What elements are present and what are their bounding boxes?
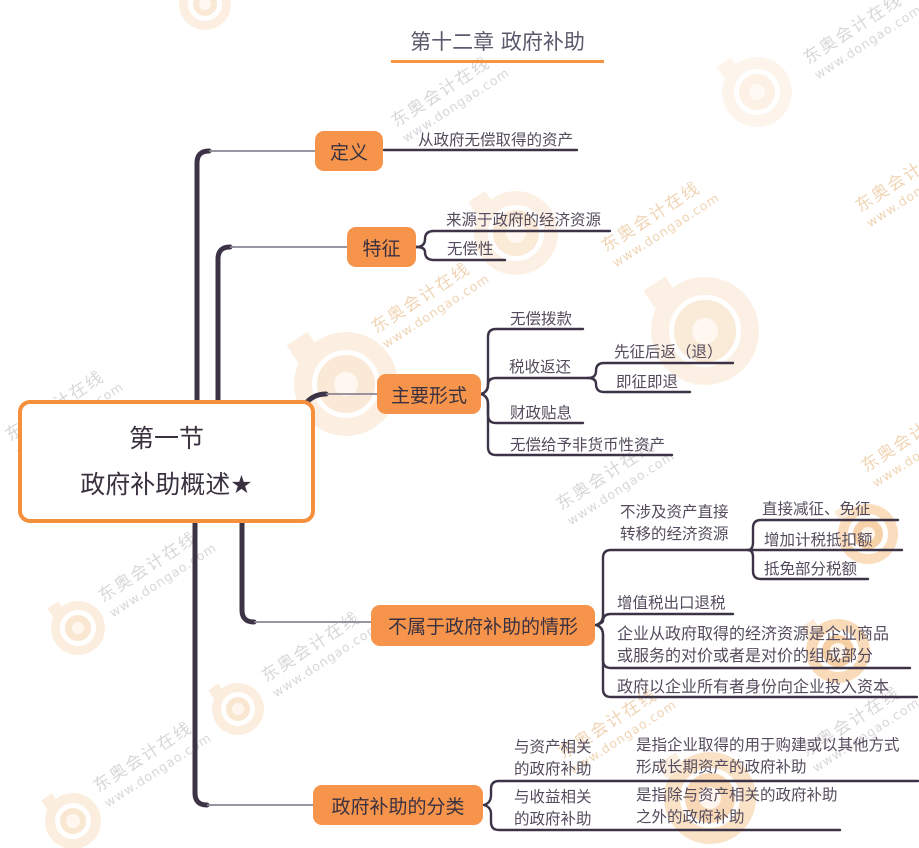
- leaf-form-nonmonetary-assets: 无偿给予非货币性资产: [510, 436, 666, 454]
- leaf-cls-asset-related: 与资产相关 的政府补助: [514, 738, 592, 778]
- leaf-feat-source: 来源于政府的经济资源: [446, 211, 602, 229]
- trunk-lines: [192, 148, 329, 808]
- leaf-feat-gratuitous: 无偿性: [447, 240, 494, 258]
- topic-characteristics: 特征: [347, 227, 416, 267]
- leaf-not-credit-tax: 抵免部分税额: [764, 560, 858, 578]
- leaf-not-increase-deduction: 增加计税抵扣额: [764, 531, 873, 549]
- thin-connectors: [207, 150, 378, 806]
- leaf-not-direct-reduction: 直接减征、免征: [762, 500, 871, 518]
- leaf-form-grant: 无偿拨款: [510, 310, 573, 328]
- leaf-not-owner-investment: 政府以企业所有者身份向企业投入资本: [617, 677, 890, 696]
- topic-classification: 政府补助的分类: [313, 785, 483, 825]
- leaf-form-interest-subsidy: 财政贴息: [510, 404, 573, 422]
- leaf-form-tax-return: 税收返还: [509, 358, 572, 376]
- chapter-title: 第十二章 政府补助: [410, 30, 585, 54]
- leaf-not-vat-export-refund: 增值税出口退税: [617, 594, 726, 612]
- leaf-definition-child: 从政府无偿取得的资产: [418, 131, 574, 149]
- leaf-not-no-asset-transfer: 不涉及资产直接 转移的经济资源: [620, 503, 729, 543]
- topic-main-forms: 主要形式: [377, 374, 481, 414]
- leaf-cls-asset-related-desc: 是指企业取得的用于购建或以其他方式 形成长期资产的政府补助: [636, 736, 900, 776]
- root-topic: 第一节 政府补助概述★: [18, 400, 315, 523]
- leaf-cls-income-related: 与收益相关 的政府补助: [514, 788, 592, 828]
- leaf-not-consideration: 企业从政府取得的经济资源是企业商品 或服务的对价或者是对价的组成部分: [617, 624, 890, 665]
- leaf-cls-income-related-desc: 是指除与资产相关的政府补助 之外的政府补助: [636, 786, 838, 826]
- topic-definition: 定义: [315, 131, 383, 171]
- topic-not-subsidy-cases: 不属于政府补助的情形: [371, 605, 595, 646]
- chapter-title-underline: [391, 60, 604, 63]
- leaf-lines: [382, 148, 919, 832]
- leaf-form-levy-then-refund: 先征后返（退）: [614, 343, 723, 361]
- leaf-form-refund-upon-levy: 即征即退: [616, 373, 679, 391]
